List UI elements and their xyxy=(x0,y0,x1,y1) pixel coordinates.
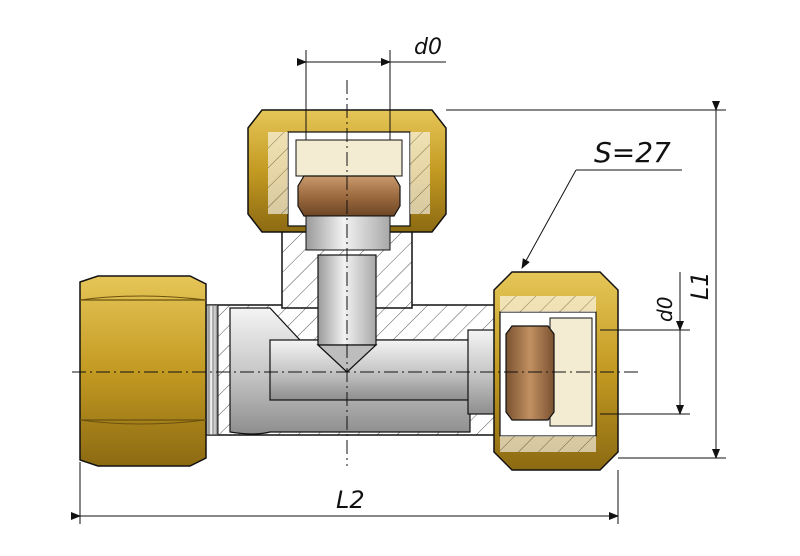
dimension-lines xyxy=(71,50,726,524)
left-hex-nut xyxy=(79,275,207,467)
l1-label: L1 xyxy=(686,271,714,300)
right-compression-nut xyxy=(493,271,619,471)
s-label: S=27 xyxy=(594,136,671,169)
d0-right-label: d0 xyxy=(653,297,677,322)
l2-label: L2 xyxy=(336,486,365,514)
d0-top-label: d0 xyxy=(414,35,442,60)
inner-bore xyxy=(229,254,517,435)
center-lines xyxy=(72,80,640,466)
